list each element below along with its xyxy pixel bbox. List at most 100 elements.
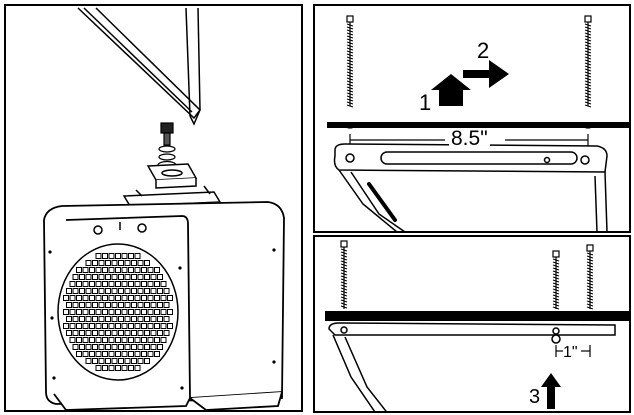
grille-slot: [111, 302, 118, 308]
grille-slot: [121, 295, 128, 301]
lag-screw-center: [552, 250, 560, 310]
grille-slot: [150, 274, 157, 280]
screw-thread: [346, 62, 354, 66]
screw-thread: [340, 254, 348, 258]
grille-slot: [131, 288, 137, 294]
screw-spacing-panel: 1 2 8.5": [313, 4, 631, 233]
screw-thread: [346, 44, 354, 48]
heater-assembly-illustration: [43, 7, 285, 410]
grille-slot: [89, 309, 95, 315]
grille-slot: [69, 281, 76, 287]
grille-slot: [154, 337, 160, 343]
grille-slot: [131, 274, 137, 280]
screw-thread: [584, 74, 592, 78]
grille-slot: [163, 316, 170, 322]
grille-slot: [131, 302, 137, 308]
grille-slot: [167, 309, 173, 315]
screw-thread: [584, 23, 592, 27]
grille-slot: [92, 288, 98, 294]
grille-slot: [121, 323, 128, 329]
screw-thread: [552, 258, 560, 262]
screw-thread: [346, 53, 354, 57]
screw-thread: [552, 273, 560, 277]
grille-slot: [118, 358, 124, 364]
screw-thread: [346, 89, 354, 93]
grille-slot: [115, 351, 121, 357]
grille-slot: [124, 344, 131, 350]
grille-slot: [72, 344, 79, 350]
step-number-2: 2: [477, 38, 490, 63]
screw-thread: [586, 273, 594, 277]
grille-slot: [154, 295, 160, 301]
grille-slot: [167, 323, 173, 329]
grille-slot: [131, 316, 137, 322]
grille-slot: [85, 260, 92, 266]
screw-thread: [346, 59, 354, 63]
lag-screw-right: [586, 244, 594, 310]
screw-thread: [552, 306, 560, 310]
grille-slot: [137, 344, 144, 350]
screw-thread: [340, 251, 348, 255]
grille-slot: [111, 358, 118, 364]
grille-slot: [92, 344, 98, 350]
grille-slot: [72, 330, 79, 336]
screw-thread: [584, 29, 592, 33]
grille-slot: [79, 316, 85, 322]
grille-slot: [137, 302, 144, 308]
grille-slot: [160, 309, 167, 315]
screw-thread: [586, 282, 594, 286]
grille-slot: [95, 295, 102, 301]
grille-slot: [134, 365, 141, 371]
screw-thread: [552, 279, 560, 283]
grille-slot: [105, 274, 111, 280]
screw-thread: [346, 86, 354, 90]
grille-slot: [124, 316, 131, 322]
grille-slot: [63, 323, 69, 329]
grille-slot: [79, 344, 85, 350]
grille-slot: [108, 253, 115, 259]
grille-slot: [95, 337, 102, 343]
up-arrow-step-3: [541, 373, 561, 409]
grille-slot: [95, 253, 102, 259]
heater-assembly-panel: [4, 4, 303, 412]
grille-slot: [76, 351, 82, 357]
grille-slot: [108, 323, 115, 329]
grille-slot: [157, 344, 163, 350]
grille-slot: [72, 302, 79, 308]
grille-slot: [66, 316, 72, 322]
grille-slot: [111, 288, 118, 294]
screw-thread: [586, 276, 594, 280]
bracket-offset-illustration: [325, 240, 629, 411]
screw-thread: [340, 290, 348, 294]
grille-slot: [134, 267, 141, 273]
grille-slot: [72, 274, 79, 280]
grille-slot: [160, 281, 167, 287]
grille-slot: [105, 288, 111, 294]
screw-thread: [586, 267, 594, 271]
screw-thread: [346, 47, 354, 51]
grille-slot: [141, 323, 147, 329]
grille-slot: [79, 302, 85, 308]
control-knobs: [93, 222, 147, 235]
grille-slot: [134, 323, 141, 329]
grille-slot: [137, 316, 144, 322]
grille-slot: [92, 316, 98, 322]
grille-slot: [144, 260, 150, 266]
grille-slot: [121, 365, 128, 371]
grille-slot: [131, 260, 137, 266]
ceiling-bracket: [328, 322, 616, 411]
step-number-1: 1: [419, 90, 432, 115]
grille-slot: [147, 295, 154, 301]
grille-slot: [115, 295, 121, 301]
grille-slot: [63, 309, 69, 315]
grille-slot: [144, 344, 150, 350]
grille-slot: [131, 358, 137, 364]
screw-thread: [584, 92, 592, 96]
screw-thread: [340, 278, 348, 282]
screw-thread: [584, 47, 592, 51]
grille-slot: [144, 288, 150, 294]
grille-slot: [154, 309, 160, 315]
step-number-3: 3: [529, 386, 541, 408]
screw-thread: [584, 104, 592, 108]
grille-slot: [82, 295, 89, 301]
